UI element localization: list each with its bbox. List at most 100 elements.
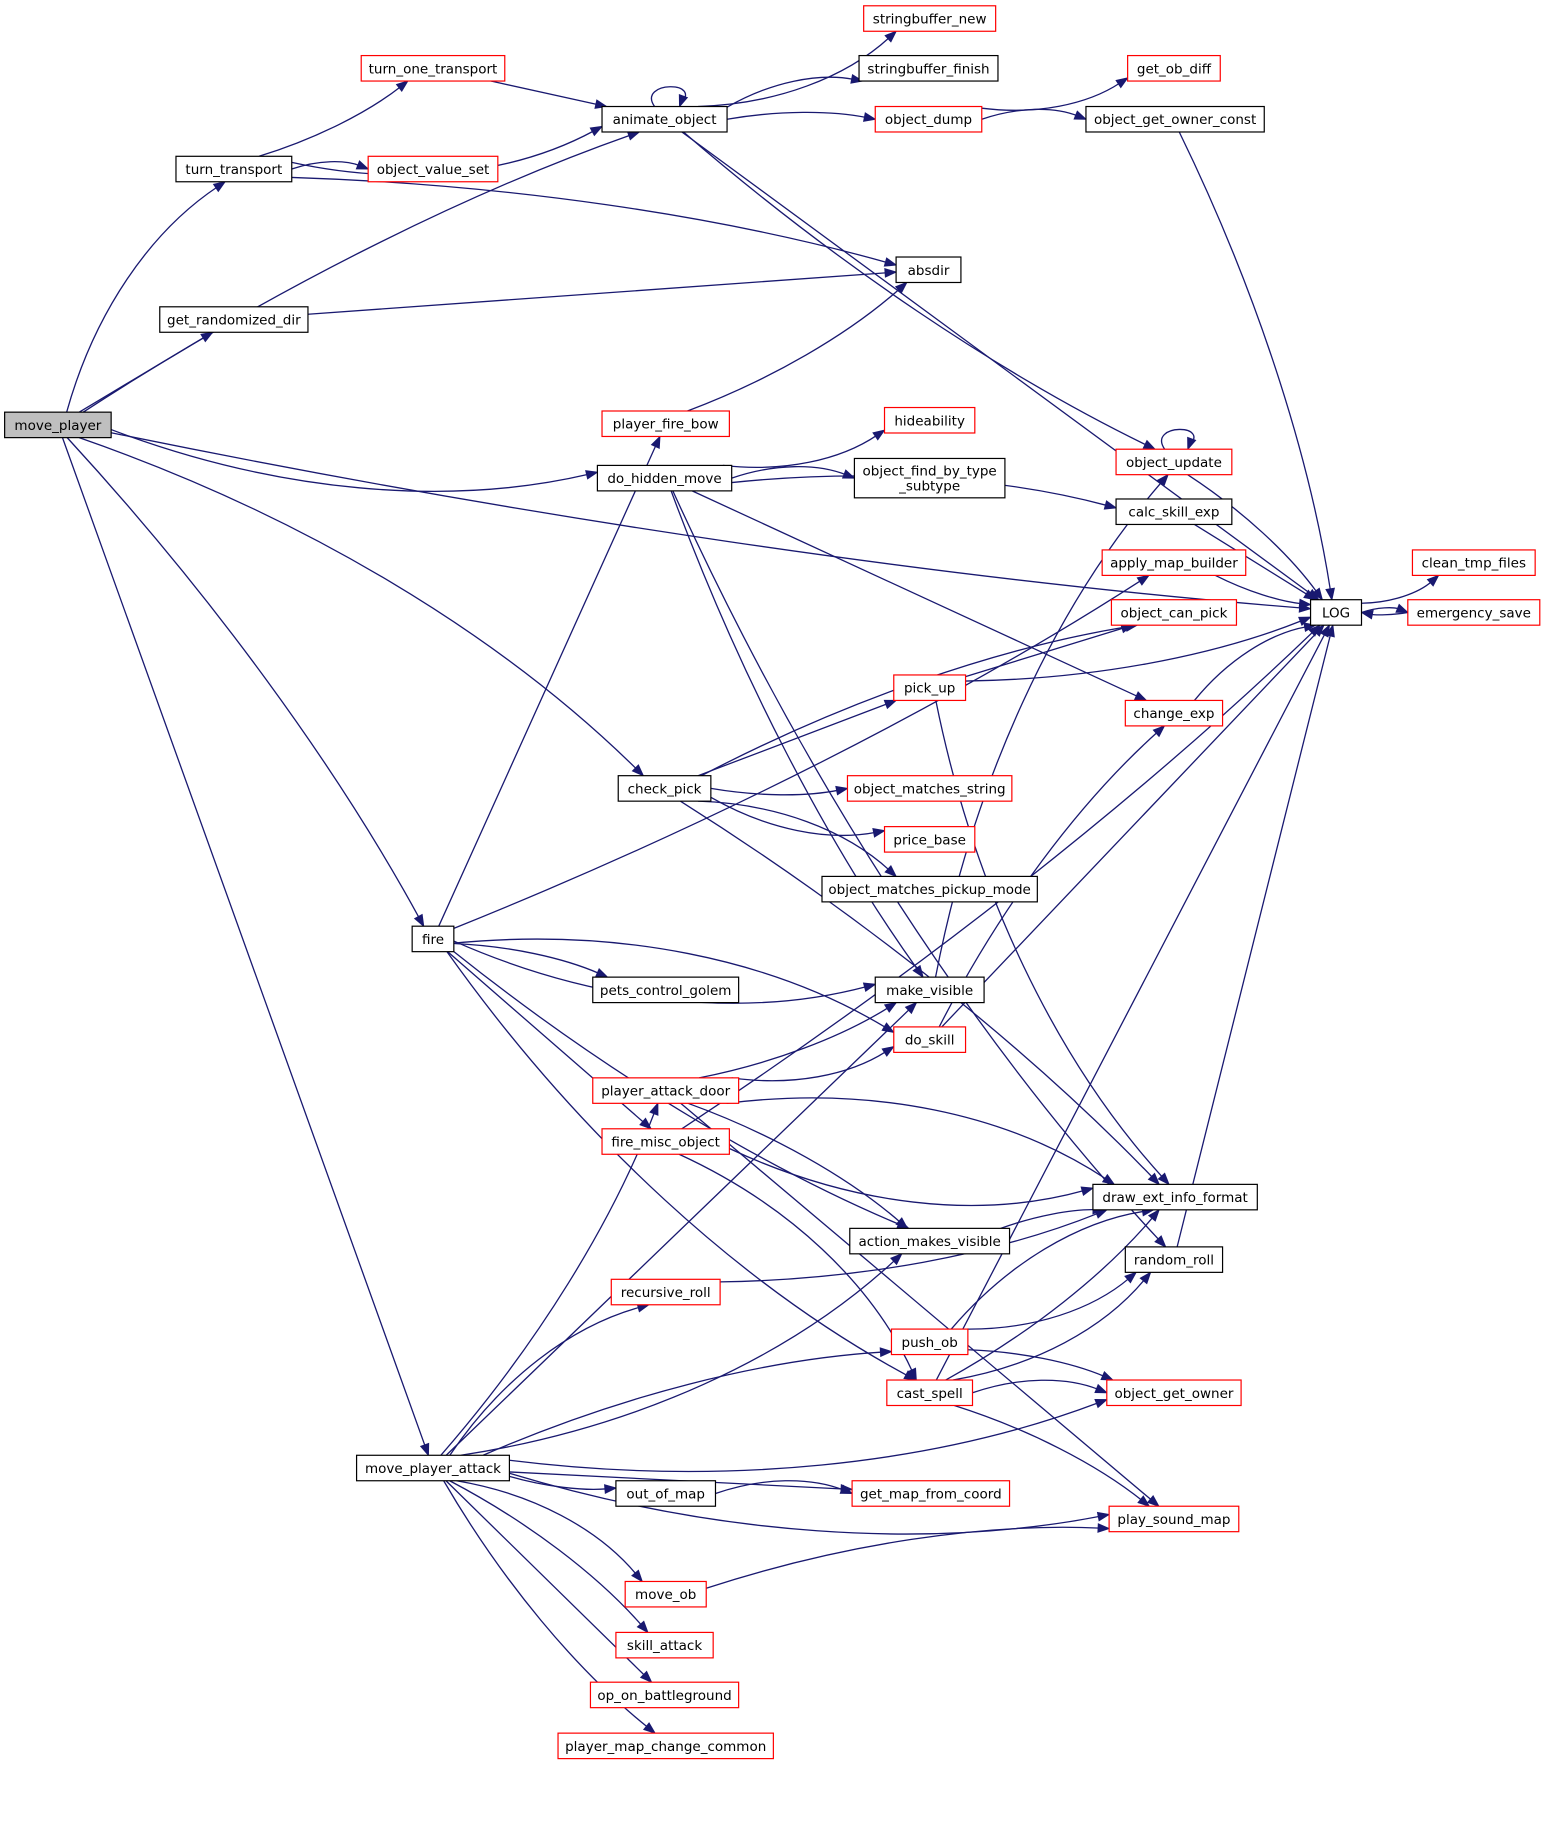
node-label-player_attack_door: player_attack_door — [601, 1084, 730, 1100]
node-turn_transport[interactable]: turn_transport — [175, 155, 293, 183]
node-play_sound_map[interactable]: play_sound_map — [1108, 1505, 1240, 1533]
node-box-stringbuffer_new — [863, 5, 997, 32]
node-random_roll[interactable]: random_roll — [1124, 1246, 1224, 1273]
node-object_get_owner_const[interactable]: object_get_owner_const — [1085, 105, 1265, 133]
node-move_ob[interactable]: move_ob — [624, 1580, 707, 1608]
node-op_on_battleground[interactable]: op_on_battleground — [589, 1681, 740, 1709]
edge-object_dump-to-object_get_owner_const-arrowhead — [1073, 110, 1088, 120]
node-recursive_roll[interactable]: recursive_roll — [610, 1278, 721, 1306]
edge-random_roll-to-LOG — [1176, 633, 1332, 1248]
node-action_makes_visible[interactable]: action_makes_visible — [849, 1227, 1011, 1255]
node-out_of_map[interactable]: out_of_map — [615, 1480, 717, 1507]
node-box-move_player — [4, 411, 112, 439]
node-player_fire_bow[interactable]: player_fire_bow — [601, 410, 730, 438]
node-label-make_visible: make_visible — [886, 983, 973, 999]
node-box-object_update — [1115, 448, 1233, 476]
node-box-object_matches_string — [846, 775, 1013, 802]
edge-player_attack_door-to-play_sound_map — [680, 1102, 1153, 1501]
node-absdir[interactable]: absdir — [895, 256, 962, 284]
node-label-do_skill: do_skill — [905, 1033, 955, 1049]
node-object_get_owner[interactable]: object_get_owner — [1106, 1379, 1242, 1407]
edge-check_pick-to-object_matches_pickup_mode-arrowhead — [884, 864, 898, 878]
edge-move_player_attack-to-player_attack_door — [440, 1111, 656, 1456]
edge-do_hidden_move-to-object_find_by_type_subtype-arrowhead — [841, 469, 856, 479]
node-push_ob[interactable]: push_ob — [890, 1328, 969, 1356]
node-get_ob_diff[interactable]: get_ob_diff — [1127, 54, 1221, 82]
node-apply_map_builder[interactable]: apply_map_builder — [1101, 549, 1247, 576]
node-emergency_save[interactable]: emergency_save — [1407, 599, 1541, 626]
node-label-pick_up: pick_up — [904, 681, 955, 697]
edge-do_hidden_move-to-random_roll-arrowhead — [1154, 1235, 1167, 1248]
node-box-get_randomized_dir — [159, 306, 309, 333]
node-do_skill[interactable]: do_skill — [893, 1026, 967, 1053]
edge-object_update-to-object_update-arrowhead — [1187, 436, 1197, 451]
node-label-object_matches_pickup_mode: object_matches_pickup_mode — [828, 882, 1030, 898]
node-player_attack_door[interactable]: player_attack_door — [592, 1077, 740, 1104]
edge-player_attack_door-to-do_skill — [731, 1050, 887, 1082]
node-clean_tmp_files[interactable]: clean_tmp_files — [1411, 549, 1536, 576]
node-get_map_from_coord[interactable]: get_map_from_coord — [851, 1480, 1011, 1507]
node-box-animate_object — [601, 105, 728, 133]
node-object_dump[interactable]: object_dump — [874, 105, 983, 133]
edge-move_player_attack-to-op_on_battleground-arrowhead — [639, 1670, 653, 1684]
node-label-object_matches_string: object_matches_string — [854, 781, 1006, 797]
node-do_hidden_move[interactable]: do_hidden_move — [596, 464, 733, 492]
edge-move_player_attack-to-action_makes_visible-arrowhead — [890, 1252, 903, 1266]
edge-move_ob-to-play_sound_map-arrowhead — [1097, 1523, 1111, 1533]
node-box-calc_skill_exp — [1115, 498, 1233, 526]
node-price_base[interactable]: price_base — [883, 826, 976, 853]
node-LOG[interactable]: LOG — [1309, 599, 1363, 626]
edge-animate_object-to-LOG — [681, 131, 1312, 595]
node-fire_misc_object[interactable]: fire_misc_object — [601, 1128, 730, 1155]
node-label-turn_transport: turn_transport — [185, 162, 282, 178]
node-object_update[interactable]: object_update — [1115, 448, 1233, 476]
node-pick_up[interactable]: pick_up — [893, 674, 967, 702]
node-draw_ext_info_format[interactable]: draw_ext_info_format — [1092, 1183, 1258, 1211]
node-move_player[interactable]: move_player — [4, 411, 112, 439]
node-box-object_can_pick — [1110, 599, 1238, 626]
node-box-get_map_from_coord — [851, 1480, 1011, 1507]
node-get_randomized_dir[interactable]: get_randomized_dir — [159, 306, 309, 333]
edge-move_player_attack-to-move_ob-arrowhead — [631, 1569, 644, 1583]
node-cast_spell[interactable]: cast_spell — [886, 1379, 974, 1407]
node-stringbuffer_finish[interactable]: stringbuffer_finish — [858, 54, 999, 82]
node-calc_skill_exp[interactable]: calc_skill_exp — [1115, 498, 1233, 526]
node-label-push_ob: push_ob — [902, 1335, 958, 1351]
node-player_map_change_common[interactable]: player_map_change_common — [557, 1732, 774, 1760]
node-pets_control_golem[interactable]: pets_control_golem — [592, 976, 740, 1004]
node-move_player_attack[interactable]: move_player_attack — [355, 1454, 511, 1482]
edge-move_player-to-turn_transport — [66, 186, 218, 413]
node-box-fire_misc_object — [601, 1128, 730, 1155]
node-animate_object[interactable]: animate_object — [601, 105, 728, 133]
node-label-object_find_by_type_subtype: object_find_by_type_subtype — [863, 464, 997, 495]
node-box-object_value_set — [367, 155, 499, 183]
edge-animate_object-to-stringbuffer_new-arrowhead — [884, 30, 898, 43]
edge-move_player-to-do_hidden_move-arrowhead — [585, 470, 599, 480]
node-check_pick[interactable]: check_pick — [617, 775, 712, 802]
node-change_exp[interactable]: change_exp — [1124, 699, 1224, 727]
edge-change_exp-to-LOG — [1193, 626, 1307, 701]
node-box-player_fire_bow — [601, 410, 730, 438]
node-label-check_pick: check_pick — [628, 781, 702, 797]
node-object_value_set[interactable]: object_value_set — [367, 155, 499, 183]
node-hideability[interactable]: hideability — [883, 406, 976, 434]
node-object_matches_string[interactable]: object_matches_string — [846, 775, 1013, 802]
node-object_find_by_type_subtype[interactable]: object_find_by_type_subtype — [853, 457, 1006, 499]
node-stringbuffer_new[interactable]: stringbuffer_new — [863, 5, 997, 32]
node-object_matches_pickup_mode[interactable]: object_matches_pickup_mode — [821, 875, 1038, 903]
edge-move_player-to-animate_object — [82, 134, 631, 413]
node-label-emergency_save: emergency_save — [1417, 605, 1531, 621]
node-fire[interactable]: fire — [411, 925, 455, 953]
node-skill_attack[interactable]: skill_attack — [615, 1631, 714, 1659]
edge-animate_object-to-stringbuffer_new — [698, 36, 890, 108]
node-object_can_pick[interactable]: object_can_pick — [1110, 599, 1238, 626]
node-turn_one_transport[interactable]: turn_one_transport — [360, 54, 506, 82]
edge-cast_spell-to-play_sound_map-arrowhead — [1137, 1495, 1151, 1508]
edge-turn_transport-to-turn_one_transport-arrowhead — [395, 80, 409, 93]
edge-object_dump-to-get_ob_diff-arrowhead — [1115, 77, 1129, 89]
node-make_visible[interactable]: make_visible — [874, 976, 985, 1004]
edge-fire-to-do_skill — [453, 938, 887, 1029]
node-box-out_of_map — [615, 1480, 717, 1507]
edge-player_fire_bow-to-absdir — [687, 287, 901, 412]
